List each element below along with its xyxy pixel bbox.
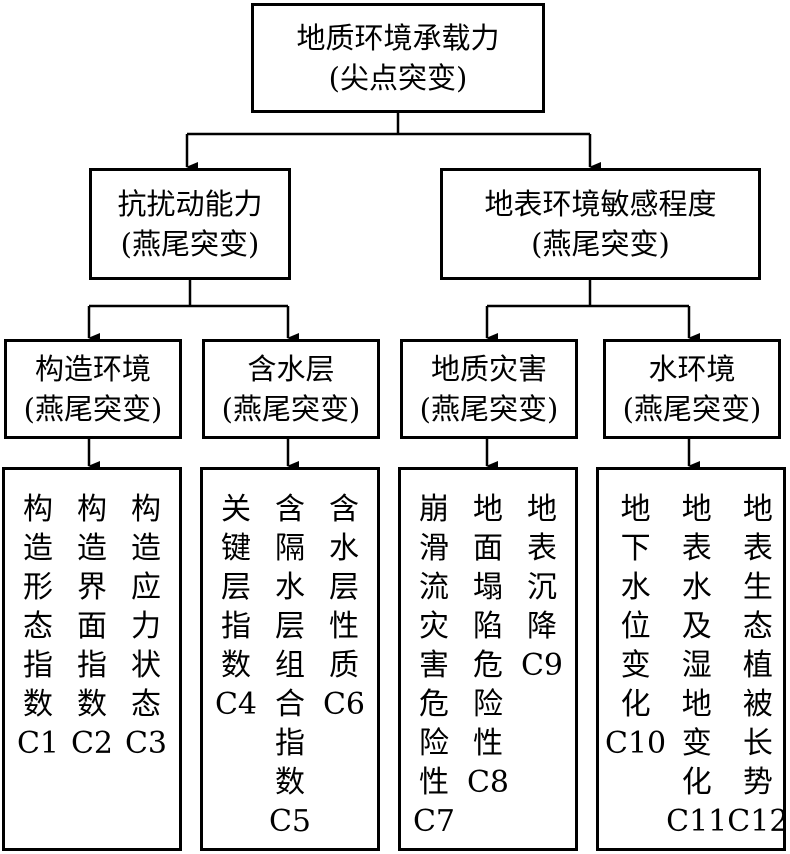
root-title: 地质环境承载力 <box>296 21 500 55</box>
indicator-code: C11 <box>666 804 728 839</box>
root-node: 地质环境承载力 (尖点突变) <box>251 3 545 113</box>
indicator-code: C6 <box>322 687 366 722</box>
node-title: 地表环境敏感程度 <box>484 187 717 221</box>
water-environment-node: 水环境 (燕尾突变) <box>603 339 781 439</box>
indicator-code: C1 <box>16 726 60 761</box>
indicator-code: C5 <box>268 804 312 839</box>
indicator-code: C12 <box>727 804 789 839</box>
indicator-code: C2 <box>70 726 114 761</box>
indicator-code: C3 <box>124 726 168 761</box>
surface-sensitivity-node: 地表环境敏感程度 (燕尾突变) <box>440 168 761 280</box>
node-title: 构造环境 <box>34 352 151 386</box>
node-subtitle: (燕尾突变) <box>23 392 163 426</box>
indicator-code: C10 <box>605 726 667 761</box>
node-subtitle: (燕尾突变) <box>221 392 361 426</box>
root-subtitle: (尖点突变) <box>328 61 468 95</box>
node-subtitle: (燕尾突变) <box>419 392 559 426</box>
indicator-code: C4 <box>214 687 258 722</box>
geological-hazard-node: 地质灾害 (燕尾突变) <box>400 339 578 439</box>
node-title: 水环境 <box>648 352 736 386</box>
structural-environment-node: 构造环境 (燕尾突变) <box>4 339 182 439</box>
node-title: 含水层 <box>247 352 335 386</box>
anti-disturbance-node: 抗扰动能力 (燕尾突变) <box>89 168 291 280</box>
indicator-code: C8 <box>466 765 510 800</box>
indicator-code: C7 <box>412 804 456 839</box>
node-title: 地质灾害 <box>430 352 547 386</box>
node-subtitle: (燕尾突变) <box>120 227 260 261</box>
indicator-code: C9 <box>520 648 564 683</box>
node-subtitle: (燕尾突变) <box>622 392 762 426</box>
node-subtitle: (燕尾突变) <box>531 227 670 261</box>
node-title: 抗扰动能力 <box>117 187 263 221</box>
aquifer-node: 含水层 (燕尾突变) <box>202 339 380 439</box>
